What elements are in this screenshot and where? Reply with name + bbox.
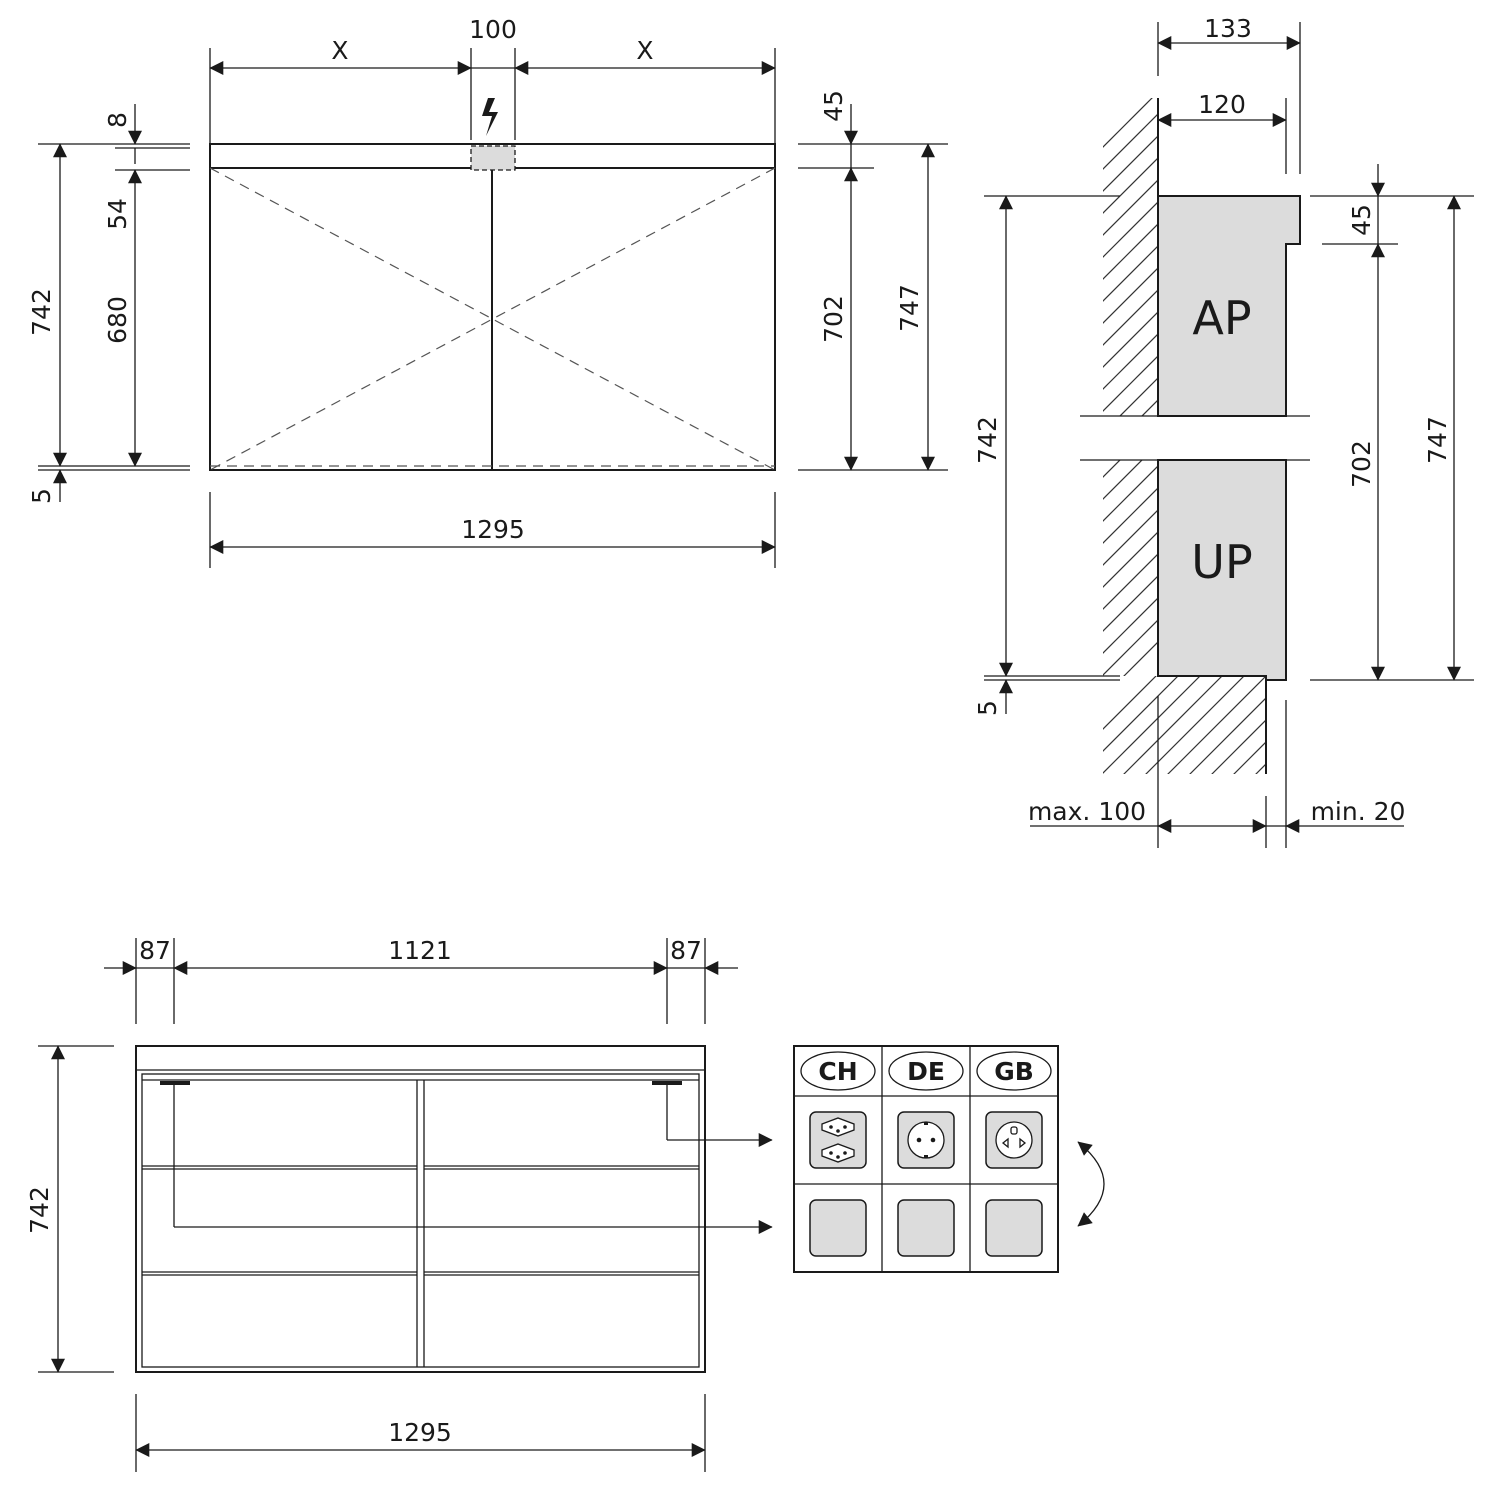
swap-arrow-icon — [1077, 1141, 1105, 1227]
dim-1121: 1121 — [388, 936, 452, 965]
ch-socket-icon — [809, 1111, 867, 1169]
dim-680: 680 — [103, 296, 132, 344]
de-blank-icon — [897, 1199, 955, 1257]
side-dim-742: 742 — [973, 416, 1002, 464]
label-max-100: max. 100 — [1028, 797, 1146, 826]
socket-box — [470, 145, 516, 171]
de-socket-icon — [897, 1111, 955, 1169]
dim-5: 5 — [27, 488, 56, 504]
dim-x-right: X — [636, 36, 653, 65]
label-min-20: min. 20 — [1311, 797, 1406, 826]
side-dim-702: 702 — [1347, 440, 1376, 488]
side-dim-45: 45 — [1347, 204, 1376, 236]
country-gb: GB — [994, 1057, 1034, 1086]
ch-blank-icon — [809, 1199, 867, 1257]
dim-120: 120 — [1198, 90, 1246, 119]
front-view: X 100 X 8 54 680 742 5 45 702 747 1295 — [27, 15, 948, 568]
side-view: AP UP 133 120 742 5 45 702 747 — [973, 14, 1474, 848]
dim-702: 702 — [819, 295, 848, 343]
interior-dim-width: 1295 — [388, 1418, 452, 1447]
power-icon — [482, 98, 498, 136]
interior-dim-742: 742 — [25, 1186, 54, 1234]
socket-table: CH DE GB — [793, 1045, 1105, 1273]
dim-747: 747 — [895, 284, 924, 332]
side-dim-5: 5 — [973, 700, 1002, 716]
gb-socket-icon — [985, 1111, 1043, 1169]
dim-87-right: 87 — [670, 936, 702, 965]
gb-blank-icon — [985, 1199, 1043, 1257]
ap-panel — [1157, 195, 1301, 417]
side-dim-747: 747 — [1423, 416, 1452, 464]
dim-top-8: 8 — [103, 112, 132, 128]
dim-x-left: X — [331, 36, 348, 65]
dim-742: 742 — [27, 288, 56, 336]
dim-54: 54 — [103, 198, 132, 230]
dim-45: 45 — [819, 90, 848, 122]
interior-view: 87 1121 87 742 1295 — [25, 936, 773, 1472]
up-panel — [1157, 459, 1287, 681]
dim-133: 133 — [1204, 14, 1252, 43]
dim-87-left: 87 — [139, 936, 171, 965]
floor-hatch — [1103, 676, 1266, 774]
country-ch: CH — [818, 1057, 857, 1086]
label-up: UP — [1191, 535, 1252, 589]
dim-width: 1295 — [461, 515, 525, 544]
interior-cabinet-outline — [135, 1045, 706, 1373]
dim-gap: 100 — [469, 15, 517, 44]
country-de: DE — [907, 1057, 945, 1086]
label-ap: AP — [1192, 291, 1251, 345]
